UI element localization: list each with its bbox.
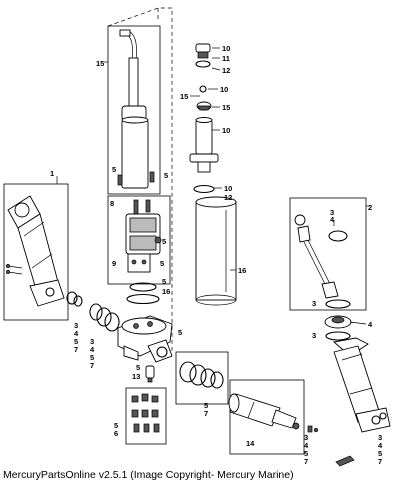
callout-7-mid: 7: [90, 361, 94, 370]
callout-5-mid: 5: [90, 353, 94, 362]
callout-5-right: 5: [164, 171, 168, 180]
callout-5-left: 5: [112, 165, 116, 174]
manifold-base: [117, 315, 173, 363]
callout-3-right-low: 3: [312, 331, 316, 340]
callout-5-pump: 5: [162, 237, 166, 246]
callout-4-right: 4: [368, 320, 373, 329]
oring-16b: [126, 293, 160, 305]
callout-12-oring: 12: [224, 193, 232, 202]
callout-11: 11: [222, 54, 230, 63]
right-lower-cylinder: [333, 337, 391, 433]
callout-12-cap: 12: [222, 66, 230, 75]
callout-5-bottom: 5: [304, 449, 308, 458]
reservoir-tube: [195, 196, 237, 306]
callout-3-left: 3: [74, 321, 78, 330]
callout-7-bottom: 7: [304, 457, 308, 466]
callout-5-valve: 5: [136, 363, 140, 372]
misc-parts: [307, 425, 355, 467]
callout-3-far-right: 3: [378, 433, 382, 442]
callout-3-mid: 3: [90, 337, 94, 346]
dashed-guide-lines: [107, 7, 173, 359]
callout-16-oring: 16: [162, 287, 170, 296]
callout-15-motor: 15: [96, 59, 104, 68]
motor-assembly-box: [107, 25, 161, 195]
callout-4-top: 4: [330, 215, 335, 224]
callout-4-far-right: 4: [378, 441, 383, 450]
callout-13: 13: [132, 372, 140, 381]
pump-motor: [117, 29, 155, 189]
callout-15-left: 15: [180, 92, 188, 101]
callout-10-oring: 10: [224, 184, 232, 193]
callout-9: 9: [112, 259, 116, 268]
middle-orings: [89, 303, 120, 332]
oring-16a: [129, 282, 157, 292]
callout-5-box: 5: [204, 401, 208, 410]
callout-8: 8: [110, 199, 114, 208]
orings-box: [175, 351, 229, 405]
right-trim-cylinder: [294, 214, 348, 299]
oring-right-b: [325, 331, 351, 341]
left-cylinder-box: [3, 183, 69, 321]
callout-3-right: 3: [312, 299, 316, 308]
callout-3-bottom: 3: [304, 433, 308, 442]
pump-body: [125, 199, 162, 273]
callout-3-top: 3: [330, 208, 334, 217]
callout-6: 6: [114, 429, 118, 438]
callout-10-cap: 10: [222, 44, 230, 53]
cylinder-14-box: [229, 379, 305, 455]
fittings-kit: [131, 393, 160, 433]
pump-assembly-box: [107, 195, 171, 285]
callout-2: 2: [368, 203, 372, 212]
callout-15-right: 15: [222, 103, 230, 112]
callout-7-far-right: 7: [378, 457, 382, 466]
callout-5-far-right: 5: [378, 449, 382, 458]
hydraulic-cylinder-14: [228, 393, 300, 430]
callout-16-tube: 16: [238, 266, 246, 275]
left-trim-cylinder: [6, 195, 65, 307]
callout-5-left-stack: 5: [74, 337, 78, 346]
callout-5-pump-low: 5: [160, 259, 164, 268]
callout-14: 14: [246, 439, 255, 448]
callout-labels: 1 2 3 4 15 10 11 12 10 15 15 10 10 12 5 …: [50, 44, 383, 466]
right-cylinder-box: [289, 197, 367, 311]
seal-4: [324, 315, 352, 329]
oring-right-a: [325, 299, 351, 309]
copyright-footer: MercuryPartsOnline v2.5.1 (Image Copyrig…: [3, 469, 294, 481]
oring-left-a: [66, 291, 78, 305]
callout-4-mid: 4: [90, 345, 95, 354]
callout-5-manifold: 5: [178, 328, 182, 337]
fittings-box: [125, 387, 167, 445]
callout-5-kit: 5: [114, 421, 118, 430]
valve-13: [145, 365, 155, 383]
callout-4-left: 4: [74, 329, 79, 338]
reservoir-cap-parts: [189, 43, 219, 194]
box-orings: [179, 361, 224, 389]
callout-5-oring: 5: [162, 277, 166, 286]
oring-left-b: [73, 295, 83, 307]
callout-4-bottom: 4: [304, 441, 309, 450]
callout-1: 1: [50, 169, 54, 178]
callout-10-tube: 10: [222, 126, 230, 135]
callout-10-ring: 10: [220, 85, 228, 94]
callout-7-left: 7: [74, 345, 78, 354]
leader-lines: [56, 47, 370, 325]
callout-7-box: 7: [204, 409, 208, 418]
